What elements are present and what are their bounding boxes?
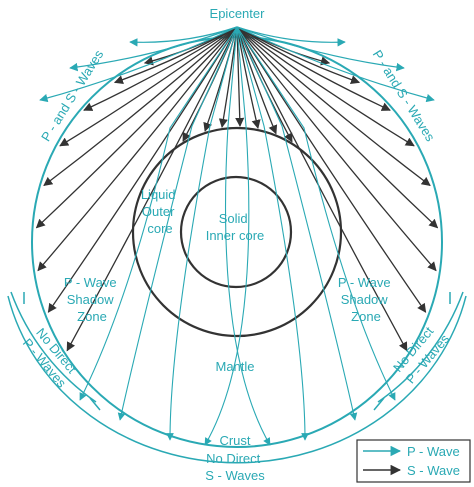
shadow-zone-bracket-left <box>10 291 101 411</box>
p-wave-ray <box>129 26 238 47</box>
no-direct-p-waves-right-label: No Direct P - Waves <box>390 320 453 386</box>
inner-core-circle <box>179 175 293 289</box>
p-wave-ray <box>69 26 238 72</box>
p-shadow-zone-left-label: P - Wave Shadow Zone <box>64 275 120 324</box>
s-wave-ray <box>236 26 278 135</box>
s-wave-ray <box>59 26 238 147</box>
p-wave-ray <box>236 26 435 103</box>
s-wave-ray <box>47 26 238 313</box>
s-wave-ray <box>235 26 245 127</box>
p-wave-ray <box>236 26 396 401</box>
liquid-outer-core-label: Liquid Outer core <box>141 187 179 236</box>
p-wave-ray <box>39 26 238 103</box>
p-shadow-zone-right-label: P - Wave Shadow Zone <box>338 275 394 324</box>
p-wave-ray <box>204 26 250 446</box>
p-wave-ray <box>236 26 405 72</box>
legend-p-label: P - Wave <box>407 444 460 459</box>
p-wave-ray <box>166 26 238 441</box>
p-wave-ray <box>236 26 309 441</box>
s-shadow-zone-bracket <box>7 295 467 464</box>
legend-s-label: S - Wave <box>407 463 460 478</box>
s-wave-ray <box>37 26 238 272</box>
p-wave-ray <box>224 26 271 446</box>
outer-core-circle <box>131 126 343 338</box>
ps-waves-left-label: P - and S - Waves <box>38 47 107 144</box>
mantle-label: Mantle <box>215 359 254 374</box>
s-wave-ray <box>236 26 427 313</box>
legend: P - Wave S - Wave <box>356 439 471 483</box>
s-wave-ray <box>83 26 238 111</box>
legend-box <box>356 439 471 483</box>
s-wave-ray <box>236 26 431 187</box>
s-wave-ray <box>236 26 391 111</box>
no-direct-p-waves-left-label: No Direct P - Waves <box>20 324 83 391</box>
s-wave-ray <box>43 26 238 187</box>
s-wave-ray <box>66 26 238 352</box>
svg-text:No Direct P - Waves: No Direct P - Waves <box>20 324 83 390</box>
p-wave-ray <box>79 26 238 401</box>
s-wave-rays <box>35 26 439 352</box>
svg-text:No Direct P - Waves: No Direct P - Waves <box>390 320 453 386</box>
p-wave-rays <box>39 26 435 446</box>
solid-inner-core-label: Solid Inner core <box>206 211 265 243</box>
p-wave-ray <box>236 26 346 47</box>
s-wave-ray <box>236 26 361 85</box>
s-wave-ray <box>236 26 415 147</box>
s-wave-ray <box>236 26 439 229</box>
no-direct-s-waves-label: No Direct S - Waves <box>205 451 265 483</box>
shadow-zone-bracket-right <box>373 291 464 411</box>
p-wave-ray <box>236 26 358 421</box>
p-wave-ray <box>117 26 238 421</box>
s-wave-ray <box>236 26 437 272</box>
s-wave-ray <box>35 26 238 229</box>
crust-label: Crust <box>219 433 250 448</box>
s-wave-ray <box>236 26 261 130</box>
s-wave-ray <box>113 26 238 85</box>
s-wave-ray <box>236 26 408 352</box>
epicenter-label: Epicenter <box>210 6 266 21</box>
